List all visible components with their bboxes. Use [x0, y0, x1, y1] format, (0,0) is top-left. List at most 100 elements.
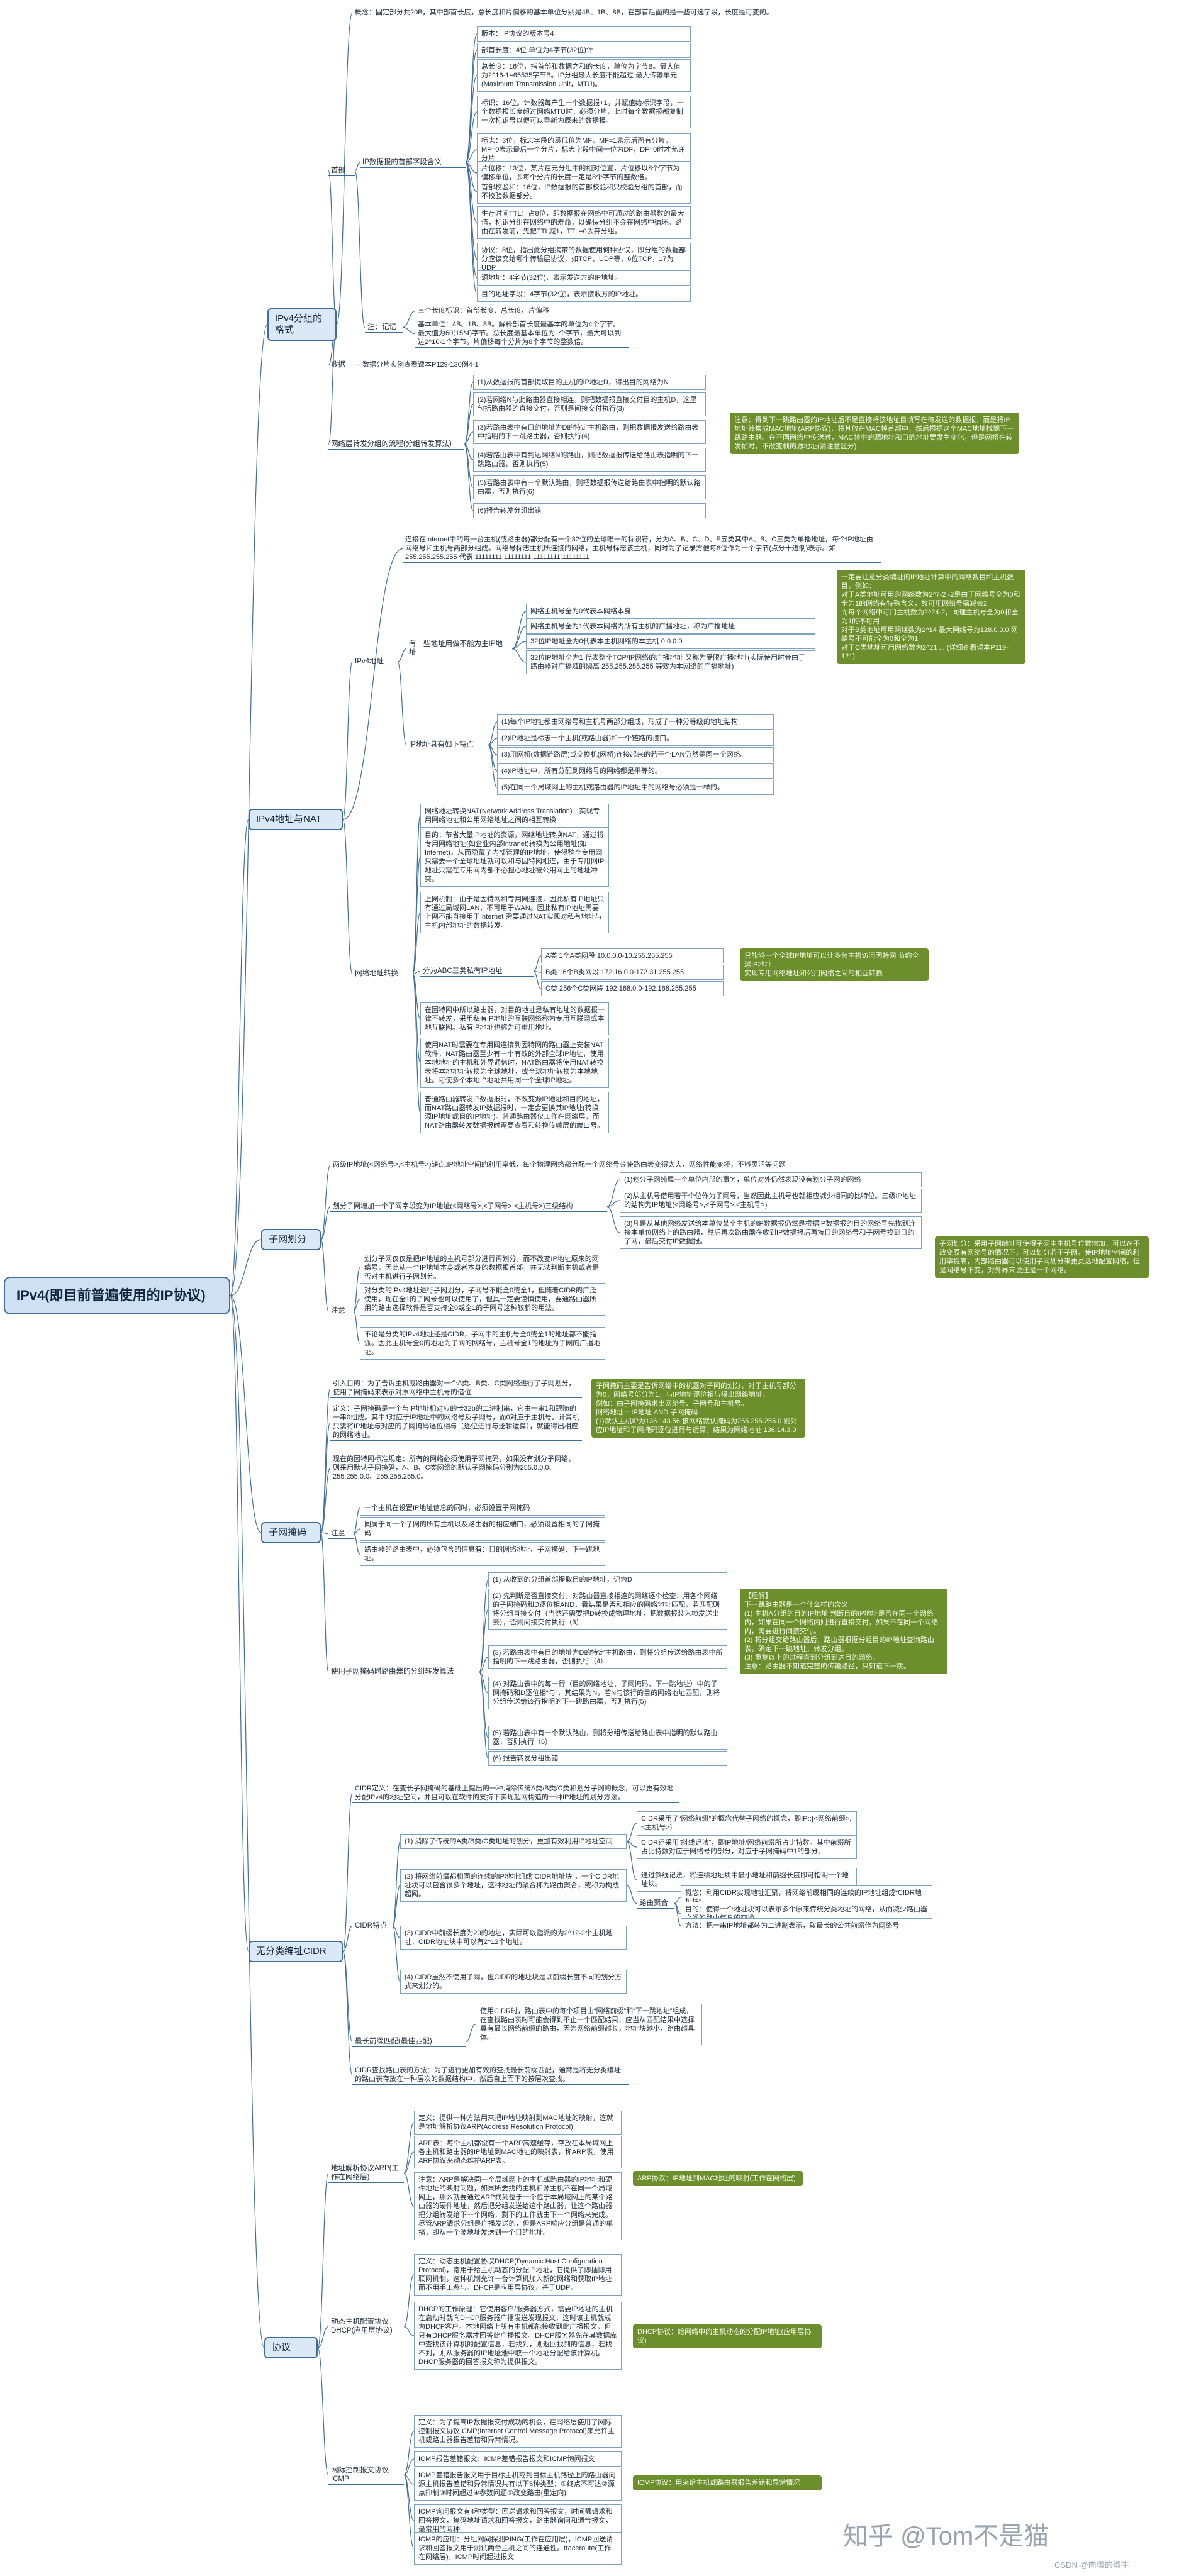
- connector: [353, 1310, 360, 1344]
- mask-forward-step: (1) 从收到的分组首部提取目的IP地址，记为D: [488, 1572, 727, 1587]
- address-features-title: IP地址具有如下特点: [406, 740, 488, 750]
- connector: [606, 1206, 620, 1233]
- connector: [342, 661, 353, 820]
- connector: [320, 1206, 331, 1240]
- connector: [320, 1421, 331, 1533]
- header-field: 总长度：16位，指首部和数据之和的长度，单位为字节B。最大值为2^16-1=65…: [477, 59, 691, 92]
- dhcp-note: DHCP协议：给网络中的主机动态的分配IP地址(应用层协议): [633, 2324, 822, 2348]
- icmp-item: ICMP的应用：分组网间探测PING(工作在应用层)，ICMP回送请求和回答报文…: [414, 2532, 622, 2565]
- connector: [317, 2326, 329, 2348]
- subnet-intro: 两级IP地址(<网络号>,<主机号>)缺点:IP地址空间的利用率低，每个物理网络…: [330, 1160, 859, 1170]
- connector: [320, 1239, 329, 1312]
- ip-header-fields-title: IP数据报的首部字段含义: [360, 157, 466, 168]
- mask-note-top: 子网掩码主要是告诉网络中的机器对子网的划分，对于主机号部分为0，网络号部分为1，…: [591, 1379, 805, 1438]
- watermark-zhihu: 知乎 @Tom不是猫: [843, 2523, 1049, 2550]
- connector: [353, 1267, 360, 1312]
- nat-item: 网络地址转换NAT(Network Address Translation)：实…: [420, 804, 609, 828]
- connector: [402, 310, 416, 328]
- connector: [488, 721, 498, 746]
- connector: [320, 1164, 331, 1240]
- arp-note: ARP协议：IP地址到MAC地址的映射(工作在网络层): [633, 2171, 803, 2186]
- nat-label: 网络地址转换: [352, 969, 413, 979]
- connector: [403, 2431, 415, 2476]
- connector: [230, 1239, 262, 1296]
- format-data-text: 数据分片实例查看课本P129-130例4-1: [360, 360, 517, 370]
- cidr-feature: (2) 将网络前缀都相同的连续的IP地址组成“CIDR地址块”，一个CIDR地址…: [400, 1869, 627, 1902]
- route-aggregation-label: 路由聚合: [637, 1898, 674, 1909]
- cidr-features-label: CIDR特点: [352, 1921, 393, 1931]
- connector: [342, 548, 403, 820]
- longest-prefix-label: 最长前缀匹配(最佳匹配): [352, 2036, 466, 2047]
- connector: [626, 1823, 637, 1842]
- subnet-note-label: 注意: [328, 1306, 354, 1316]
- cidr-notation: CIDR采用了“网络前缀”的概念代替子网络的概念，即IP::{<网络前缀>,<主…: [637, 1811, 857, 1835]
- connector: [626, 1885, 637, 1904]
- connector: [533, 955, 542, 972]
- connector: [606, 1200, 620, 1208]
- subnet-note-item: 对分类的IPv4地址进行子网划分，子网号不能全0或全1，但随着CIDR的广泛使用…: [360, 1283, 605, 1316]
- address-feature: (2)IP地址是标志一个主机(或路由器)和一个链路的接口。: [497, 731, 774, 746]
- address-feature: (5)在同一个局域网上的主机或路由器的IP地址中的网络号必须是一样的。: [497, 780, 774, 795]
- connector: [354, 170, 366, 328]
- connector: [353, 1533, 360, 1555]
- arp-label: 地址解析协议ARP(工作在网络层): [328, 2163, 404, 2183]
- header-field: 标识：16位。计数器每产生一个数据报+1，并赋值给标识字段，一个数据报长度超过网…: [477, 96, 691, 128]
- connector: [465, 162, 478, 295]
- header-field: 生存时间TTL：占8位，即数据报在网络中可通过的路由器数的最大值，标识分组在网络…: [477, 206, 691, 239]
- connector: [488, 744, 498, 788]
- dhcp-item: 定义：动态主机配置协议DHCP(Dynamic Host Configurati…: [414, 2254, 622, 2296]
- address-intro: 连接在Internet中的每一台主机(或路由器)都分配有一个32位的全球唯一的标…: [403, 535, 881, 563]
- connector: [674, 1897, 681, 1904]
- connector: [465, 75, 478, 164]
- longest-prefix-text: 使用CIDR时，路由表中的每个项目由“网络前缀”和“下一跳地址”组成，在查找路由…: [476, 2004, 702, 2045]
- connector: [465, 111, 478, 164]
- header-field: 版本：IP协议的版本号4: [477, 26, 691, 42]
- connector: [412, 857, 421, 975]
- cidr-feature: (1) 消除了传统的A类/B类/C类地址的划分，更加有效利用IP地址空间: [400, 1834, 627, 1849]
- connector: [403, 2474, 415, 2485]
- connector: [412, 973, 421, 1113]
- branch-cidr[interactable]: 无分类编址CIDR: [249, 1941, 343, 1962]
- cidr-feature: (3) CIDR中前缀长度为20的地址，实际可以指派的为2^12-2个主机地址，…: [400, 1926, 627, 1950]
- connector: [353, 1528, 360, 1535]
- connector: [511, 626, 527, 650]
- subnet-basic: (3)凡是从其他网络发送给本单位某个主机的IP数据报仍然是根据IP数据报的目的网…: [620, 1216, 922, 1249]
- connector: [320, 1467, 331, 1533]
- forward-algorithm-title: 网络层转发分组的流程(分组转发算法): [328, 439, 464, 450]
- arp-item: ARP表：每个主机都设有一个ARP高速缓存，存放在本局域网上各主机和路由器的IP…: [414, 2136, 622, 2168]
- branch-subnet[interactable]: 子网划分: [261, 1229, 321, 1250]
- connector: [412, 973, 421, 1019]
- address-feature: (1)每个IP地址都由网络号和主机号两部分组成，形成了一种分等级的地址结构: [497, 714, 774, 730]
- branch-ipv4-format[interactable]: IPv4分组的格式: [267, 308, 337, 341]
- connector: [342, 1792, 353, 1952]
- connector: [533, 970, 542, 989]
- connector: [464, 404, 474, 445]
- connector: [402, 326, 416, 335]
- nat-item: 在因特网中所以路由器，对目的地址是私有地址的数据报一律不转发，采用私有IP地址的…: [420, 1002, 609, 1035]
- icmp-item: 定义：为了提高IP数据报交付成功的机会，在网络层使用了网际控制报文协议ICMP(…: [414, 2415, 622, 2448]
- connector: [403, 2172, 415, 2207]
- connector: [403, 2474, 415, 2549]
- connector: [488, 738, 498, 746]
- mask-default: 现在的因特网标准规定：所有的网络必须使用子网掩码，如果没有划分子网络，则采用默认…: [330, 1454, 582, 1482]
- icmp-note: ICMP协议：用来给主机或路由器报告差错和异常情况: [633, 2475, 822, 2490]
- branch-protocol[interactable]: 协议: [264, 2337, 318, 2358]
- mask-forward-step: (6) 报告转发分组出错: [488, 1751, 727, 1766]
- ipv4-address-note: 一定要注意分类编址的IP地址计算中的网络数目和主机数目，例如： 对于A类地址可用…: [837, 570, 1025, 664]
- remember-item: 基本单位：4B、1B、8B。解释部首长度最基本的单位为4个字节。最大值为60(1…: [415, 319, 629, 348]
- connector: [320, 1532, 329, 1673]
- nat-item: 目的：节省大量IP地址的资源，网络地址转换NAT，通过将专用网络地址(如企业内部…: [420, 828, 609, 887]
- branch-ipv4-address-nat[interactable]: IPv4地址与NAT: [249, 809, 343, 830]
- cidr-feature: (4) CIDR虽然不使用子网，但CIDR的地址块是以前缀长度不同的划分方式来划…: [400, 1970, 627, 1994]
- private-range: B类 16个B类网段 172.16.0.0-172.31.255.255: [541, 965, 724, 980]
- connector: [511, 641, 527, 650]
- mask-note-item: 一个主机在设置IP地址信息的同时，必须设置子网掩码: [360, 1501, 605, 1516]
- nat-item: 普通路由器转发IP数据报时，不改变源IP地址和目的地址，而NAT路由器转发IP数…: [420, 1092, 609, 1133]
- connector: [464, 431, 474, 445]
- private-range: A类 1个A类网段 10.0.0.0-10.255.255.255: [541, 948, 724, 963]
- header-field: 协议：8位，指出此分组携带的数据使用何种协议，即分组的数据部分应该交给哪个传输层…: [477, 243, 691, 275]
- branch-subnet-mask[interactable]: 子网掩码: [261, 1522, 321, 1543]
- connector: [626, 1841, 637, 1880]
- connector: [230, 1295, 249, 1952]
